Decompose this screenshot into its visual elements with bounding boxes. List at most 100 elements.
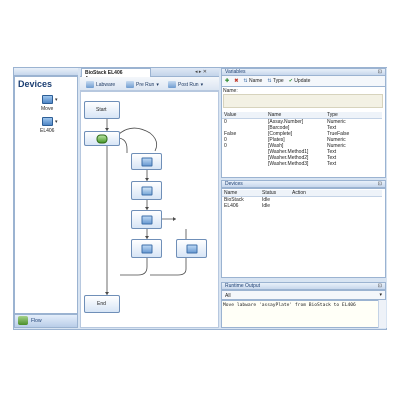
pin-icon[interactable]: ⊡ bbox=[377, 283, 382, 289]
runtime-output-panel-title: Runtime Output ⊡ bbox=[221, 282, 386, 290]
flow-nav-button[interactable] bbox=[14, 314, 78, 328]
chevron-down-icon[interactable]: ▾ bbox=[55, 119, 58, 125]
type-cell: Numeric bbox=[327, 119, 346, 125]
table-row[interactable]: 0 [Wash] Numeric bbox=[222, 143, 382, 149]
table-row[interactable]: BioStack Idle bbox=[222, 197, 382, 204]
column-header[interactable]: Status bbox=[260, 190, 290, 197]
sort-icon: ⇅ bbox=[243, 78, 248, 84]
variables-toolbar: ✚ ✖ ⇅ Name ⇅ Type ✔ Update bbox=[221, 76, 386, 86]
variables-header-row: Value Name Type bbox=[222, 112, 382, 119]
variable-name-field[interactable] bbox=[223, 94, 383, 108]
type-cell: Text bbox=[327, 161, 337, 167]
device-label-move: Move bbox=[41, 106, 54, 112]
type-button-label: Type bbox=[272, 78, 284, 84]
table-row[interactable]: 0 [Assay.Number] Numeric bbox=[222, 119, 382, 126]
pre-run-button[interactable]: Pre Run ▾ bbox=[126, 80, 159, 89]
sort-by-type-button[interactable]: ⇅ Type bbox=[267, 78, 283, 84]
washer-icon[interactable] bbox=[42, 117, 53, 126]
type-cell: Numeric bbox=[327, 143, 346, 149]
column-header[interactable]: Action bbox=[290, 190, 382, 197]
connector-arrowhead bbox=[105, 292, 109, 295]
value-cell[interactable] bbox=[222, 161, 266, 167]
branch-step-node[interactable] bbox=[176, 239, 207, 258]
devices-header-row: Name Status Action bbox=[222, 190, 382, 197]
connector-arrowhead bbox=[145, 236, 149, 239]
output-filter-value: All bbox=[225, 293, 231, 299]
value-cell[interactable]: False bbox=[224, 131, 237, 137]
column-header[interactable]: Value bbox=[222, 112, 266, 119]
type-cell: Text bbox=[327, 149, 337, 155]
runtime-output-log[interactable] bbox=[221, 300, 386, 328]
robot-arm-icon[interactable] bbox=[42, 95, 53, 104]
devices-panel-title-text: Devices bbox=[225, 181, 243, 187]
variables-table: Value Name Type 0 [Assay.Number] Numeric… bbox=[222, 112, 382, 167]
table-row[interactable]: EL406 Idle bbox=[222, 203, 382, 209]
name-button-label: Name bbox=[249, 78, 263, 84]
output-message: Move labware 'assayPlate' from BioStack … bbox=[223, 303, 356, 308]
delete-icon[interactable]: ✖ bbox=[234, 78, 239, 84]
output-filter-select[interactable]: All ▾ bbox=[221, 290, 386, 300]
document-tab[interactable]: BioStack EL406 Assay.asy bbox=[81, 68, 151, 82]
value-cell[interactable]: 0 bbox=[224, 137, 227, 143]
add-icon[interactable]: ✚ bbox=[225, 78, 230, 84]
value-cell[interactable]: 0 bbox=[224, 119, 227, 125]
table-row[interactable]: [Washer.Method2] Text bbox=[222, 155, 382, 161]
output-scrollbar[interactable] bbox=[378, 300, 386, 328]
column-header[interactable]: Name bbox=[222, 190, 260, 197]
decision-step-node[interactable] bbox=[131, 210, 162, 229]
robot-arm-icon bbox=[141, 244, 152, 253]
connector-arrowhead bbox=[145, 178, 149, 181]
loop-node[interactable] bbox=[84, 131, 120, 146]
start-node-label: Start bbox=[96, 107, 107, 113]
device-label-el406: EL406 bbox=[40, 128, 55, 134]
sort-icon: ⇅ bbox=[267, 78, 272, 84]
table-row[interactable]: [Barcode] Text bbox=[222, 125, 382, 131]
column-header[interactable]: Type bbox=[325, 112, 382, 119]
value-cell[interactable]: 0 bbox=[224, 143, 227, 149]
end-node[interactable]: End bbox=[84, 295, 120, 313]
robot-arm-icon bbox=[186, 244, 197, 253]
chevron-down-icon[interactable]: ▾ bbox=[55, 97, 58, 103]
document-toolbar bbox=[80, 77, 219, 91]
table-row[interactable]: False [Complete] TrueFalse bbox=[222, 131, 382, 137]
flow-nav-label: Flow bbox=[31, 318, 42, 324]
end-node-label: End bbox=[97, 301, 106, 307]
washer-icon bbox=[141, 186, 152, 195]
start-node[interactable]: Start bbox=[84, 101, 120, 119]
return-step-node[interactable] bbox=[131, 239, 162, 258]
device-name-cell: BioStack bbox=[224, 197, 244, 203]
type-cell: Text bbox=[327, 125, 337, 131]
type-cell: Text bbox=[327, 155, 337, 161]
washer-step-node[interactable] bbox=[131, 181, 162, 200]
devices-table: Name Status Action BioStack Idle EL406 I… bbox=[222, 190, 382, 209]
update-button[interactable]: ✔ Update bbox=[289, 78, 311, 84]
connector-arrowhead bbox=[105, 128, 109, 131]
plate-icon bbox=[141, 215, 152, 224]
variables-panel-title: Variables ⊡ bbox=[221, 68, 386, 76]
labware-button-label: Labware bbox=[96, 81, 116, 88]
table-row[interactable]: 0 [Plates] Numeric bbox=[222, 137, 382, 143]
name-cell: [Washer.Method1] bbox=[268, 149, 309, 155]
labware-button[interactable]: Labware bbox=[86, 80, 115, 89]
pin-icon[interactable]: ⊡ bbox=[377, 181, 382, 187]
sort-by-name-button[interactable]: ⇅ Name bbox=[243, 78, 262, 84]
chevron-down-icon: ▾ bbox=[200, 81, 204, 88]
device-action-cell bbox=[290, 203, 382, 209]
table-row[interactable]: [Washer.Method1] Text bbox=[222, 149, 382, 155]
move-step-node[interactable] bbox=[131, 153, 162, 170]
flowchart-canvas[interactable] bbox=[80, 91, 219, 328]
flow-icon bbox=[18, 316, 28, 325]
devices-panel-title: Devices ⊡ bbox=[221, 180, 386, 188]
pre-run-icon bbox=[126, 81, 134, 88]
name-field-label: Name: bbox=[223, 88, 238, 94]
column-header[interactable]: Name bbox=[266, 112, 325, 119]
pin-icon[interactable]: ⊡ bbox=[377, 69, 382, 75]
post-run-button[interactable]: Post Run ▾ bbox=[168, 80, 203, 89]
table-row[interactable]: [Washer.Method3] Text bbox=[222, 161, 382, 167]
update-button-label: Update bbox=[294, 78, 311, 84]
name-cell: [Plates] bbox=[268, 137, 285, 143]
tab-navigation-controls[interactable]: ◂ ▸ ✕ bbox=[195, 69, 207, 75]
post-run-icon bbox=[168, 81, 176, 88]
connector-arrowhead bbox=[145, 207, 149, 210]
chevron-down-icon: ▾ bbox=[156, 81, 159, 88]
